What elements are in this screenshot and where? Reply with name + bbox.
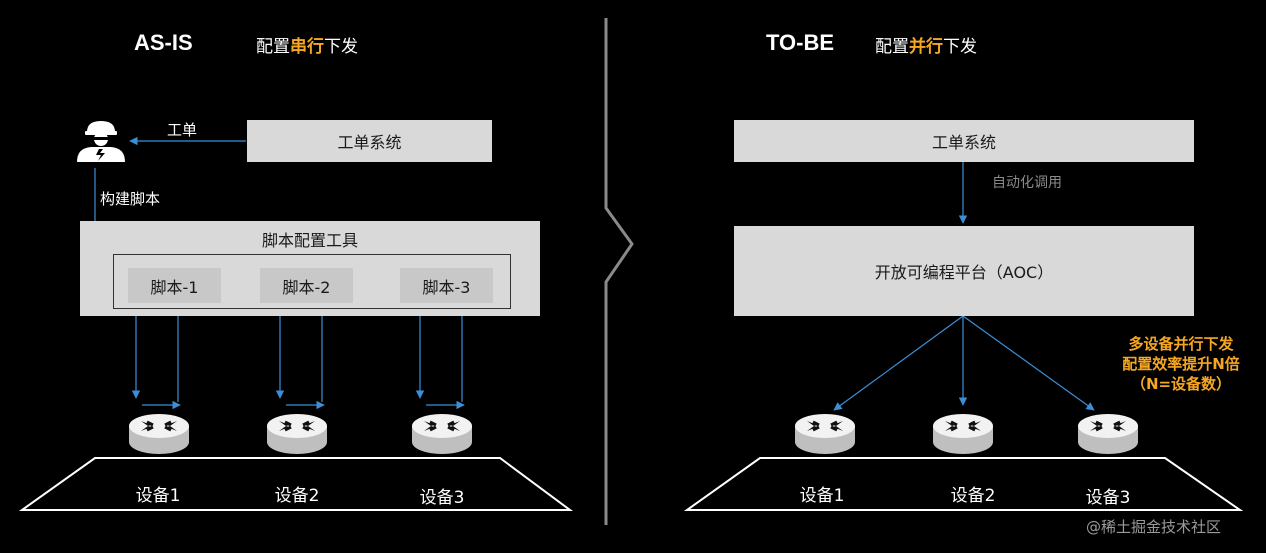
device3-loop bbox=[415, 302, 467, 410]
tobe-ticket-system-box: 工单系统 bbox=[734, 120, 1194, 162]
asis-subtitle-highlight: 串行 bbox=[290, 37, 324, 57]
center-divider bbox=[604, 18, 634, 525]
auto-call-label: 自动化调用 bbox=[992, 175, 1062, 191]
tobe-subtitle-highlight: 并行 bbox=[909, 37, 943, 57]
aoc-platform-box: 开放可编程平台（AOC） bbox=[734, 226, 1194, 316]
engineer-icon bbox=[77, 121, 125, 162]
asis-subtitle: 配置串行下发 bbox=[256, 32, 358, 57]
efficiency-note-line-2: 配置效率提升N倍 bbox=[1122, 355, 1240, 373]
aoc-to-device1-arrow bbox=[833, 315, 964, 411]
script-2-box: 脚本-2 bbox=[260, 268, 353, 303]
router-icon bbox=[933, 414, 993, 454]
watermark: @稀土掘金技术社区 bbox=[1086, 518, 1222, 536]
efficiency-note-line-3: （N=设备数） bbox=[1130, 375, 1232, 393]
router-icon bbox=[129, 414, 189, 454]
router-icon bbox=[267, 414, 327, 454]
efficiency-note-line-1: 多设备并行下发 bbox=[1128, 335, 1234, 353]
script-config-tool-title: 脚本配置工具 bbox=[261, 231, 358, 250]
script-3-label: 脚本-3 bbox=[422, 277, 471, 297]
script-container bbox=[113, 254, 511, 309]
asis-title: AS-IS bbox=[134, 30, 193, 55]
tobe-title: TO-BE bbox=[766, 30, 835, 55]
build-script-label: 构建脚本 bbox=[100, 190, 161, 208]
asis-device-1-label: 设备1 bbox=[135, 486, 181, 506]
tobe-device-3-label: 设备3 bbox=[1085, 488, 1131, 508]
asis-device-2-label: 设备2 bbox=[274, 486, 320, 506]
router-icon bbox=[412, 414, 472, 454]
router-icon bbox=[795, 414, 855, 454]
tobe-subtitle: 配置并行下发 bbox=[875, 32, 977, 57]
tobe-device-2-label: 设备2 bbox=[950, 486, 996, 506]
tobe-subtitle-suffix: 下发 bbox=[943, 37, 977, 57]
asis-device-3-label: 设备3 bbox=[419, 488, 465, 508]
device2-loop bbox=[275, 302, 327, 410]
device1-loop bbox=[131, 302, 183, 410]
script-1-label: 脚本-1 bbox=[150, 277, 199, 297]
asis-subtitle-prefix: 配置 bbox=[256, 37, 290, 57]
tobe-device-1-label: 设备1 bbox=[799, 486, 845, 506]
script-2-label: 脚本-2 bbox=[282, 277, 331, 297]
efficiency-note: 多设备并行下发 配置效率提升N倍 （N=设备数） bbox=[1106, 334, 1256, 394]
tobe-subtitle-prefix: 配置 bbox=[875, 37, 909, 57]
aoc-to-device3-arrow bbox=[962, 315, 1095, 411]
asis-ticket-system-label: 工单系统 bbox=[337, 133, 402, 152]
asis-ticket-system-box: 工单系统 bbox=[247, 120, 492, 162]
tobe-network-plane bbox=[683, 457, 1244, 511]
script-1-box: 脚本-1 bbox=[128, 268, 221, 303]
ticket-label: 工单 bbox=[167, 121, 198, 139]
asis-subtitle-suffix: 下发 bbox=[324, 37, 358, 57]
aoc-platform-label: 开放可编程平台（AOC） bbox=[874, 263, 1054, 282]
tobe-ticket-system-label: 工单系统 bbox=[931, 133, 996, 152]
router-icon bbox=[1078, 414, 1138, 454]
script-3-box: 脚本-3 bbox=[400, 268, 493, 303]
asis-network-plane bbox=[18, 457, 574, 511]
